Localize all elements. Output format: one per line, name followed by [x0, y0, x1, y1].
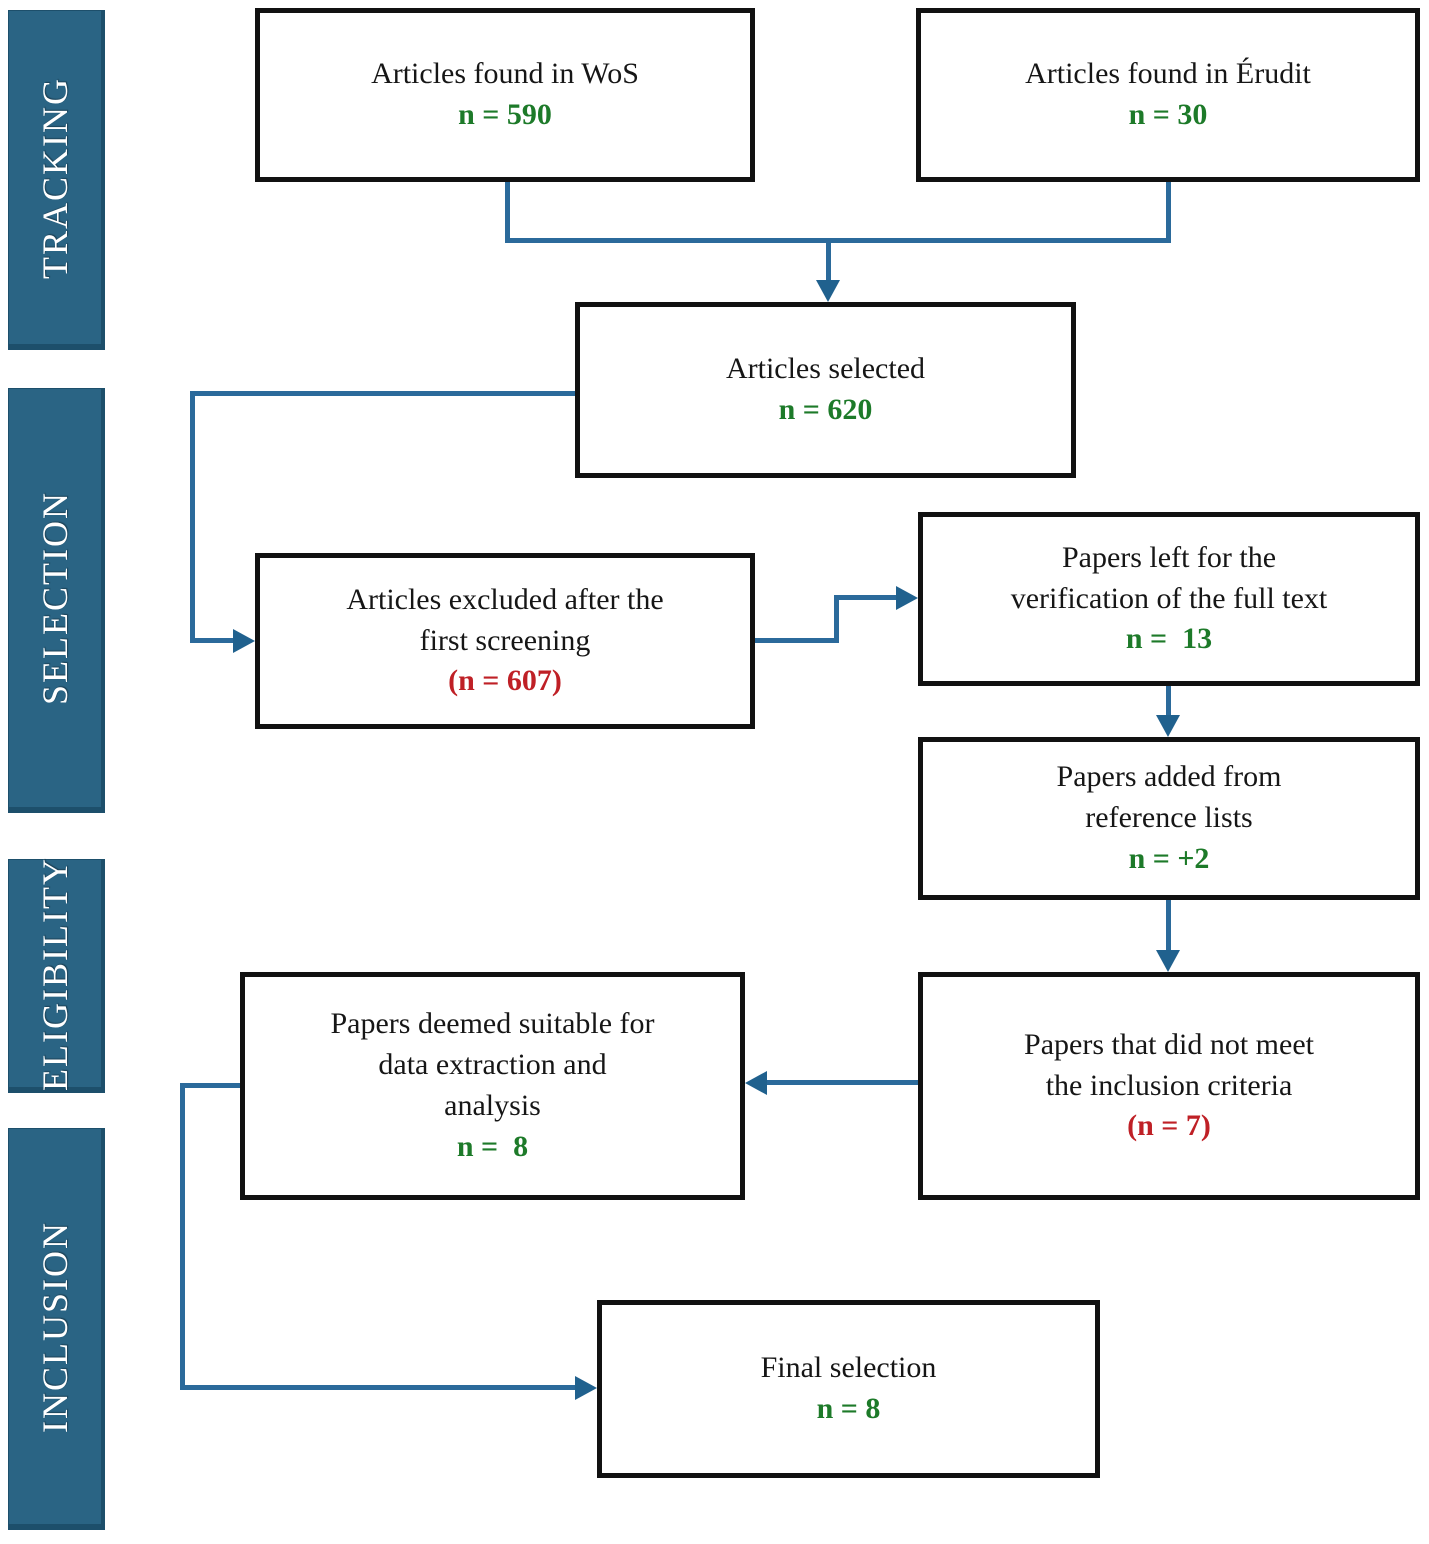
- node-papers-suitable-text-2: data extraction and: [378, 1048, 607, 1082]
- connector-erudit-down: [1166, 182, 1171, 243]
- connector-suitable-down: [180, 1083, 185, 1388]
- node-articles-found-wos-count: n = 590: [458, 98, 552, 131]
- stage-selection-label: SELECTION: [35, 491, 76, 705]
- arrowhead-into-excluded-icon: [233, 629, 255, 653]
- connector-into-fulltext: [834, 595, 896, 600]
- connector-merge-horizontal: [505, 238, 1171, 243]
- connector-selected-left: [190, 391, 575, 396]
- stage-eligibility: ELIGIBILITY: [8, 856, 105, 1093]
- arrowhead-into-selected-icon: [816, 280, 840, 302]
- node-articles-excluded-count: (n = 607): [448, 664, 562, 698]
- arrowhead-into-references-icon: [1156, 715, 1180, 737]
- arrowhead-into-fulltext-icon: [896, 586, 918, 610]
- node-articles-found-wos-text: Articles found in WoS: [371, 57, 639, 91]
- node-papers-left-count: n = 13: [1125, 622, 1213, 656]
- node-papers-not-meeting-text-1: Papers that did not meet: [1024, 1027, 1314, 1061]
- node-papers-suitable-text-1: Papers deemed suitable for: [330, 1007, 655, 1041]
- stage-tracking: TRACKING: [8, 10, 105, 350]
- node-final-selection: Final selection n = 8: [597, 1300, 1100, 1478]
- node-final-selection-text: Final selection: [760, 1351, 937, 1385]
- node-articles-found-erudit: Articles found in Érudit n = 30: [916, 8, 1420, 182]
- node-articles-excluded-first-screening: Articles excluded after the first screen…: [255, 553, 755, 729]
- connector-merge-down: [826, 238, 831, 282]
- node-papers-added-reference-lists: Papers added from reference lists n = +2: [918, 737, 1420, 900]
- connector-into-excluded: [190, 638, 235, 643]
- node-articles-found-erudit-count: n = 30: [1128, 98, 1208, 131]
- node-papers-added-text-1: Papers added from: [1056, 760, 1282, 794]
- connector-excluded-up: [834, 595, 839, 643]
- node-papers-left-fulltext-verification: Papers left for the verification of the …: [918, 512, 1420, 686]
- connector-excluded-right: [755, 638, 839, 643]
- node-papers-suitable-extraction: Papers deemed suitable for data extracti…: [240, 972, 745, 1200]
- connector-wos-down: [505, 182, 510, 243]
- node-papers-suitable-text-3: analysis: [444, 1089, 541, 1122]
- connector-notmet-left: [767, 1080, 918, 1085]
- arrowhead-into-final-icon: [575, 1376, 597, 1400]
- node-papers-left-text-2: verification of the full text: [1010, 581, 1328, 615]
- node-papers-added-count: n = +2: [1128, 841, 1210, 875]
- node-papers-left-text-1: Papers left for the: [1061, 540, 1277, 574]
- node-papers-not-meeting-count: (n = 7): [1127, 1109, 1211, 1143]
- arrowhead-into-suitable-icon: [745, 1071, 767, 1095]
- node-papers-suitable-count: n = 8: [456, 1129, 529, 1163]
- node-articles-selected-text: Articles selected: [725, 352, 926, 386]
- stage-inclusion: INCLUSION: [8, 1128, 105, 1530]
- arrowhead-into-notmet-icon: [1156, 950, 1180, 972]
- node-articles-found-wos: Articles found in WoS n = 590: [255, 8, 755, 182]
- node-papers-added-text-2: reference lists: [1085, 801, 1253, 835]
- connector-selected-down: [190, 391, 195, 643]
- node-final-selection-count: n = 8: [816, 1392, 881, 1425]
- node-articles-selected-count: n = 620: [778, 393, 873, 426]
- connector-into-final: [180, 1385, 577, 1390]
- stage-selection: SELECTION: [8, 388, 105, 813]
- connector-suitable-left: [180, 1083, 240, 1088]
- node-articles-found-erudit-text: Articles found in Érudit: [1025, 57, 1311, 91]
- node-papers-not-meeting-text-2: the inclusion criteria: [1045, 1068, 1293, 1102]
- node-articles-excluded-text-1: Articles excluded after the: [346, 582, 664, 616]
- stage-tracking-label: TRACKING: [35, 76, 75, 279]
- stage-eligibility-label: ELIGIBILITY: [35, 856, 76, 1091]
- connector-references-down: [1166, 900, 1171, 952]
- node-papers-not-meeting-criteria: Papers that did not meet the inclusion c…: [918, 972, 1420, 1200]
- connector-fulltext-down: [1166, 686, 1171, 717]
- stage-inclusion-label: INCLUSION: [35, 1220, 75, 1433]
- node-articles-selected: Articles selected n = 620: [575, 302, 1076, 478]
- node-articles-excluded-text-2: first screening: [419, 623, 591, 657]
